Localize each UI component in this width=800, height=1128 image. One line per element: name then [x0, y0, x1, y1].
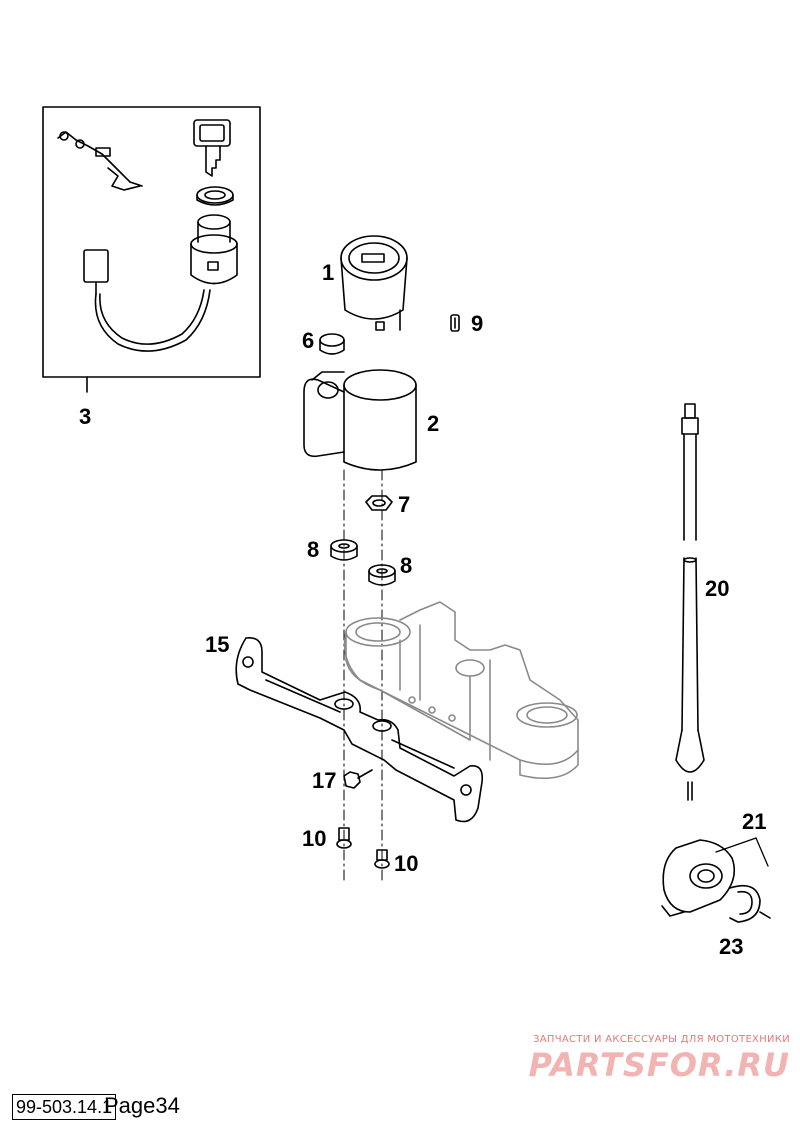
part-label-21: 21 — [742, 809, 767, 834]
part-label-10a: 10 — [302, 826, 327, 851]
screw-icon — [343, 769, 373, 789]
speedo-drive-icon — [661, 839, 736, 917]
part-label-10b: 10 — [394, 851, 419, 876]
watermark-tagline: ЗАПЧАСТИ И АКСЕССУАРЫ ДЛЯ МОТОТЕХНИКИ — [533, 1034, 790, 1045]
screw-icon — [374, 849, 390, 869]
triple-clamp-icon — [343, 601, 579, 780]
screw-icon — [336, 827, 352, 849]
part-label-7: 7 — [398, 492, 411, 517]
leader-lines — [715, 837, 769, 867]
instrument-housing-icon — [303, 369, 417, 471]
page-number: Page34 — [104, 1093, 180, 1118]
assembly-axis-lines — [343, 469, 383, 881]
part-label-9: 9 — [471, 311, 484, 336]
mounting-bracket-icon — [235, 636, 484, 823]
part-label-2: 2 — [427, 411, 440, 436]
ignition-switch-icon — [190, 214, 238, 285]
part-label-8b: 8 — [400, 553, 413, 578]
part-label-6: 6 — [302, 328, 315, 353]
speedometer-cable-icon — [675, 403, 705, 801]
part-label-8a: 8 — [307, 537, 320, 562]
cable-plug-icon — [83, 249, 211, 352]
ignition-kit-box — [42, 106, 261, 393]
part-label-15: 15 — [205, 632, 230, 657]
part-label-1: 1 — [322, 260, 335, 285]
retaining-ring-icon — [729, 884, 771, 923]
plug-cap-icon — [319, 333, 345, 355]
clip-icon — [450, 314, 460, 332]
document-number: 99-503.14.1 — [12, 1094, 117, 1120]
part-label-20: 20 — [705, 576, 730, 601]
hex-nut-icon — [365, 495, 393, 511]
wiring-pieces-icon — [57, 131, 143, 191]
key-icon — [193, 119, 231, 177]
part-label-23: 23 — [719, 934, 744, 959]
watermark-logo: PARTSFOR.RU — [528, 1046, 790, 1084]
part-label-17: 17 — [312, 768, 337, 793]
speedometer-icon — [340, 235, 408, 331]
nut-ring-icon — [196, 186, 234, 206]
part-label-3: 3 — [79, 404, 92, 429]
